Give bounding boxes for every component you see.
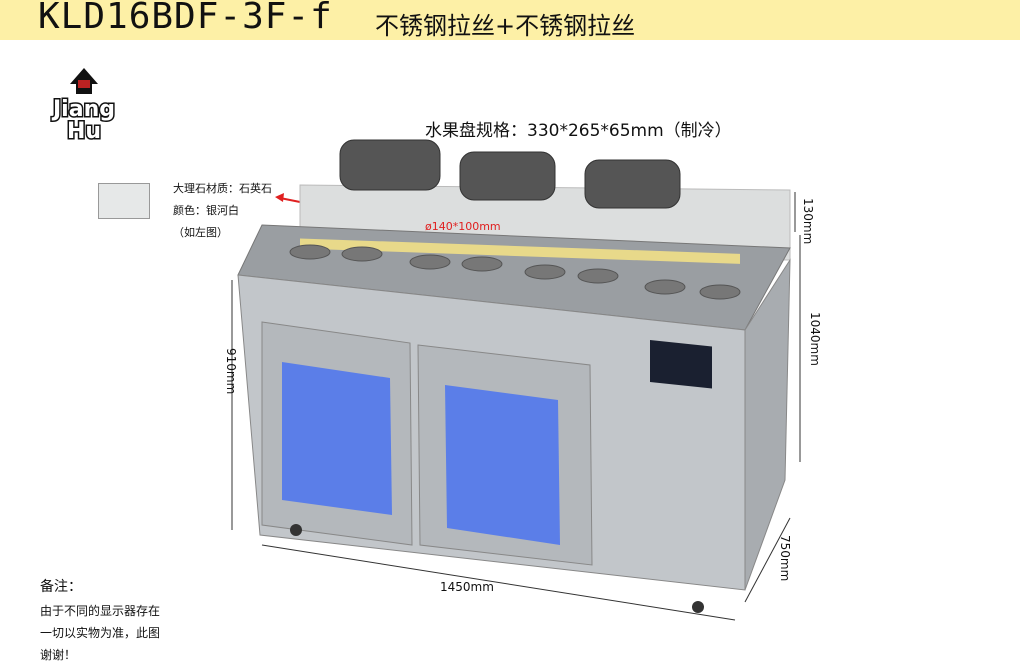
fruit-tray-spec: 水果盘规格：330*265*65mm（制冷） (425, 121, 732, 141)
dim-width: 1450mm (440, 580, 494, 594)
svg-text:Hu: Hu (67, 119, 101, 142)
dim-body-height: 910mm (224, 348, 238, 395)
dim-total-height: 1040mm (808, 312, 822, 366)
remark-line-2: 一切以实物为准，此图 (40, 626, 161, 640)
remark-line-1: 由于不同的显示器存在 (40, 604, 161, 618)
header-band (0, 0, 1020, 40)
dim-depth: 750mm (778, 535, 792, 582)
marble-color: 颜色：银河白 (173, 204, 239, 217)
dim-top-height: 130mm (801, 198, 815, 245)
remark-title: 备注： (40, 579, 82, 595)
marble-see-left: （如左图） (173, 226, 228, 239)
model-number: KLD16BDF-3F-f (38, 0, 333, 37)
marble-material: 大理石材质：石英石 (173, 182, 272, 195)
svg-text:Jiang: Jiang (51, 97, 115, 122)
hole-spec-label: ø140*100mm (425, 220, 501, 233)
marble-sample-swatch (98, 183, 150, 219)
jianghu-logo: Jiang Hu (50, 68, 116, 142)
remark-line-3: 谢谢！ (40, 648, 77, 662)
material-title: 不锈钢拉丝+不锈钢拉丝 (375, 12, 636, 40)
